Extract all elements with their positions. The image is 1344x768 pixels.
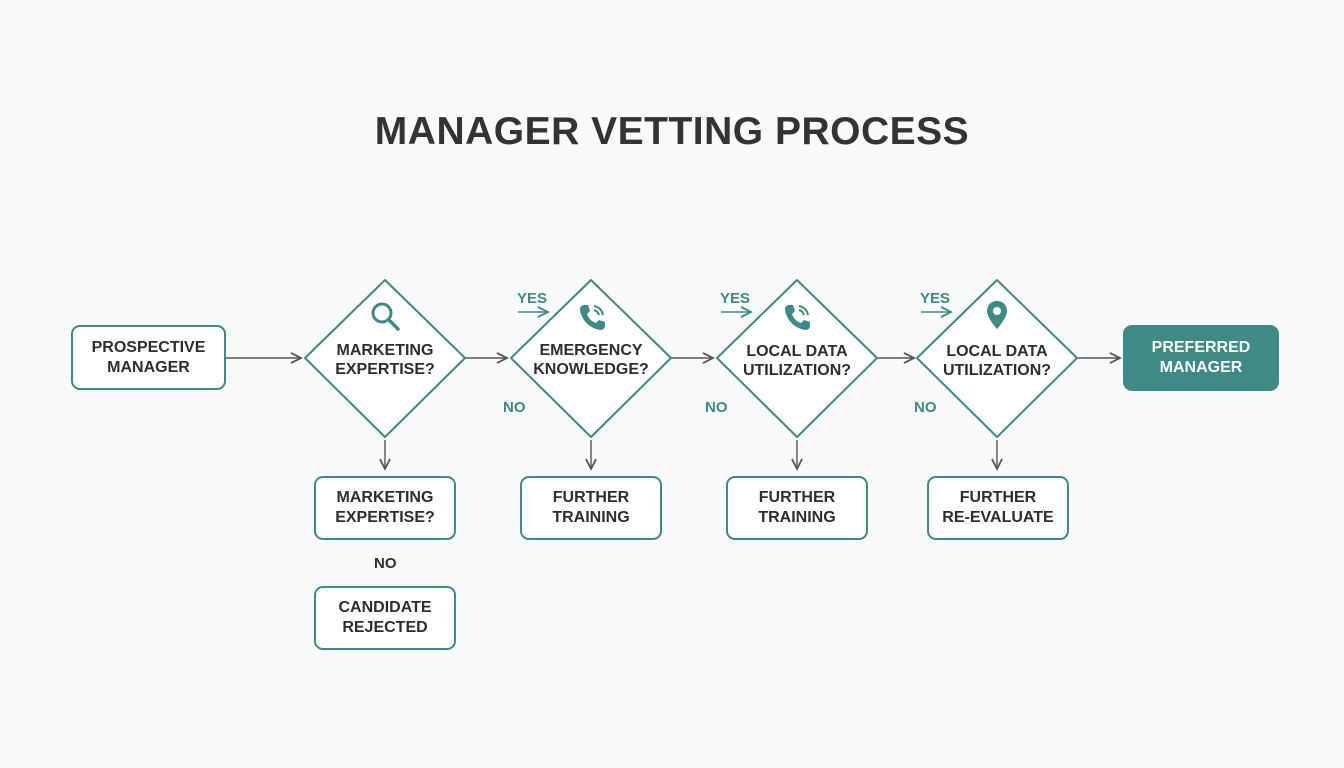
- decision-diamond-3: [716, 279, 878, 438]
- no-label: NO: [914, 399, 937, 416]
- no-label: NO: [374, 555, 397, 572]
- outcome-box-4: FURTHER RE-EVALUATE: [927, 476, 1069, 540]
- decision-label-3: LOCAL DATA UTILIZATION?: [742, 343, 852, 379]
- yes-label: YES: [920, 290, 951, 307]
- map-pin-icon: [987, 301, 1007, 329]
- decision-label-1: MARKETING EXPERTISE?: [335, 342, 435, 378]
- phone-icon: [580, 305, 605, 330]
- no-label: NO: [503, 399, 526, 416]
- no-label: NO: [705, 399, 728, 416]
- decision-diamond-2: [510, 279, 672, 438]
- outcome-box-3: FURTHER TRAINING: [726, 476, 868, 540]
- final-node: PREFERRED MANAGER: [1123, 325, 1279, 391]
- decision-label-2: EMERGENCY KNOWLEDGE?: [533, 342, 649, 378]
- outcome-box-1: MARKETING EXPERTISE?: [314, 476, 456, 540]
- outcome-box-2: FURTHER TRAINING: [520, 476, 662, 540]
- decision-label-4: LOCAL DATA UTILIZATION?: [942, 343, 1052, 379]
- search-icon: [371, 302, 400, 331]
- rejected-box: CANDIDATE REJECTED: [314, 586, 456, 650]
- start-node: PROSPECTIVE MANAGER: [71, 325, 226, 390]
- yes-label: YES: [517, 290, 548, 307]
- decision-diamond-4: [916, 279, 1078, 438]
- phone-icon: [785, 305, 810, 330]
- yes-label: YES: [720, 290, 751, 307]
- decision-diamond-1: [304, 279, 466, 438]
- page-title: MANAGER VETTING PROCESS: [374, 110, 970, 153]
